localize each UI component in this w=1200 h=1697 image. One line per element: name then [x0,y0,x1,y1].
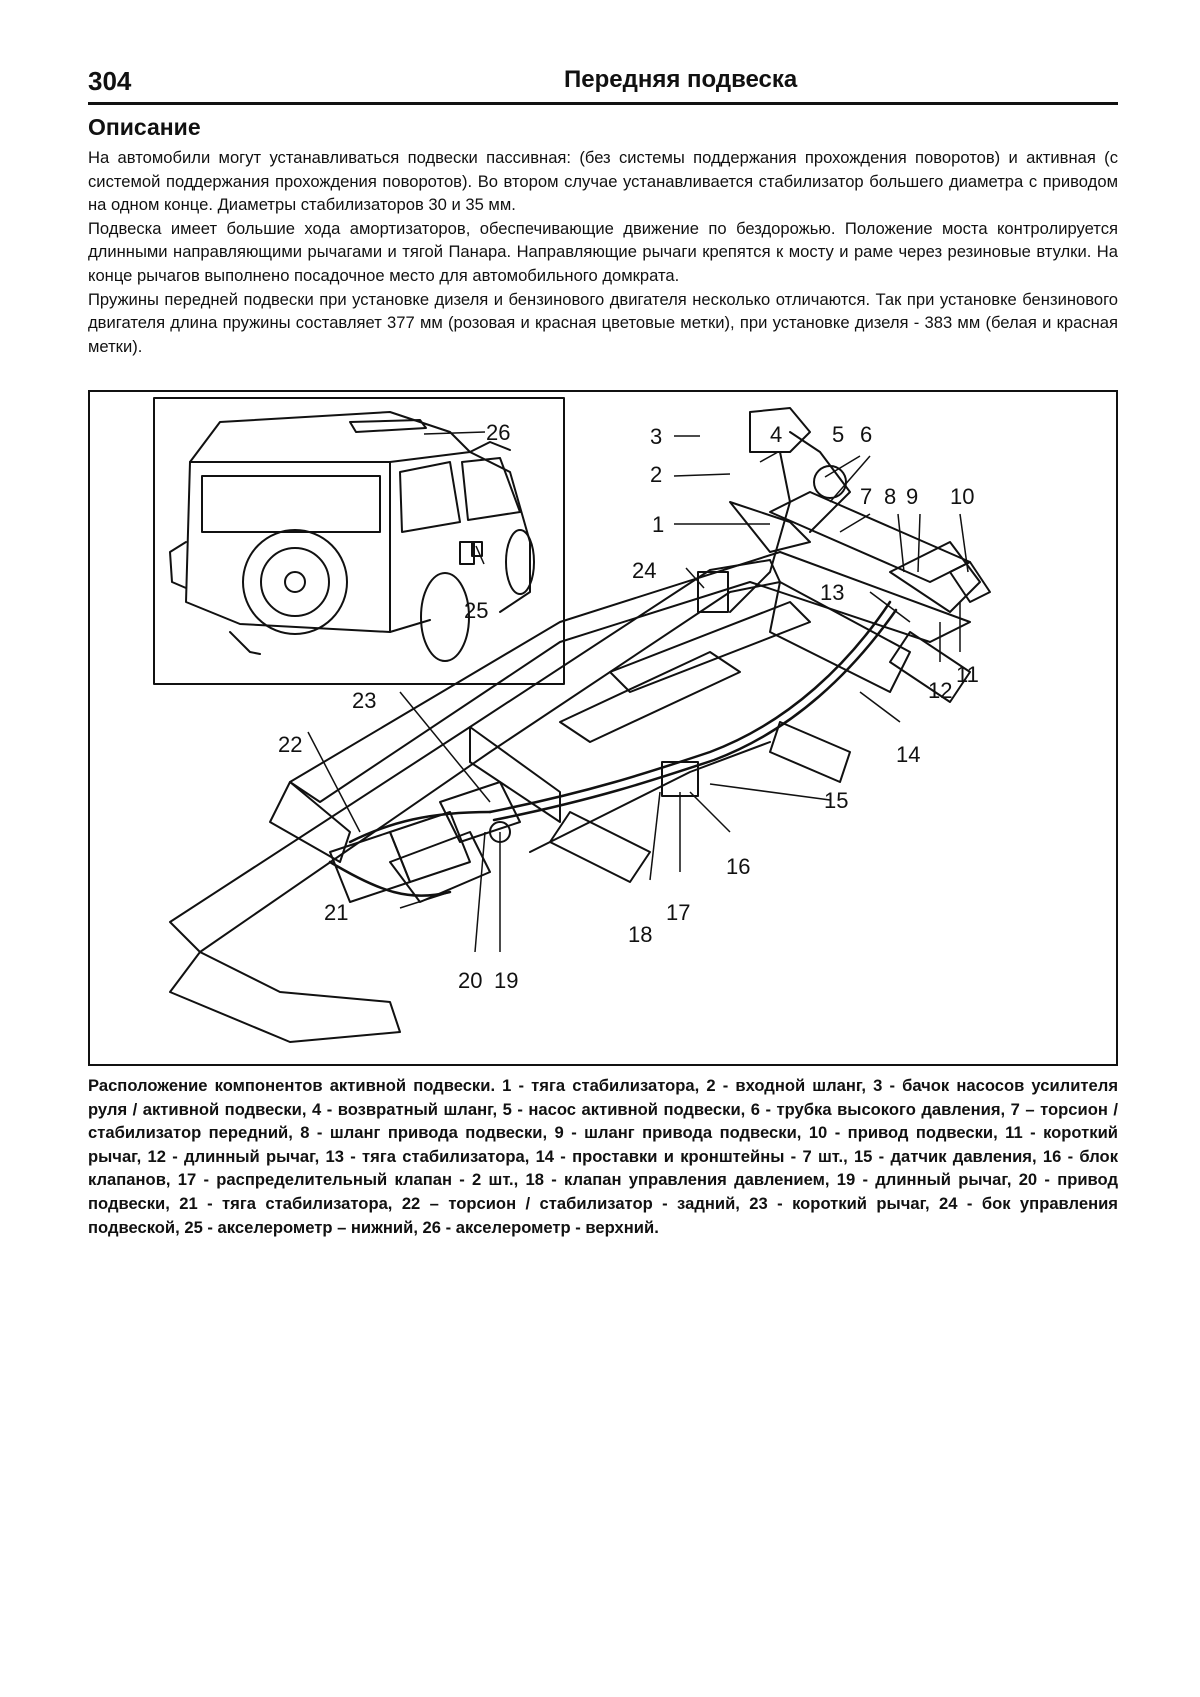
callout-8: 8 [884,484,896,509]
callout-14: 14 [896,742,920,767]
running-title: Передняя подвеска [564,66,798,93]
callout-labels: 3 2 1 4 5 6 7 8 9 10 11 12 13 14 15 16 1… [278,420,979,993]
callout-13: 13 [820,580,844,605]
callout-19: 19 [494,968,518,993]
section-title: Описание [88,114,201,140]
paragraph-3: Пружины передней подвески при установке … [88,289,1118,356]
callout-23: 23 [352,688,376,713]
suspension-drawing: 3 2 1 4 5 6 7 8 9 10 11 12 13 14 15 16 1… [153,397,991,1043]
callout-17: 17 [666,900,690,925]
callout-1: 1 [652,512,664,537]
pump [813,465,847,499]
paragraph-2: Подвеска имеет большие хода амортизаторо… [88,218,1118,285]
callout-24: 24 [632,558,656,583]
upper-accelerometer [459,541,475,565]
hydraulic-lines [328,600,898,897]
callout-5: 5 [832,422,844,447]
description-text: На автомобили могут устанавливаться подв… [88,146,1118,358]
reservoir [749,407,811,453]
callout-11: 11 [956,662,979,687]
chassis-frame [169,551,971,1043]
leader-lines [307,431,969,953]
callout-25: 25 [464,598,488,623]
lower-accelerometer [471,541,483,557]
callout-20: 20 [458,968,482,993]
callout-21: 21 [324,900,348,925]
callout-16: 16 [726,854,750,879]
callout-7: 7 [860,484,872,509]
callout-26: 26 [486,420,510,445]
callout-18: 18 [628,922,652,947]
callout-9: 9 [906,484,918,509]
callout-3: 3 [650,424,662,449]
suspension-diagram: 3 2 1 4 5 6 7 8 9 10 11 12 13 14 15 16 1… [88,390,1118,1066]
rear-axle [329,741,771,903]
page-header: 304 Передняя подвеска [88,62,1118,105]
vehicle-illustration [169,411,535,662]
callout-2: 2 [650,462,662,487]
control-unit [697,571,729,613]
paragraph-1: На автомобили могут устанавливаться подв… [88,148,1118,215]
callout-22: 22 [278,732,302,757]
callout-4: 4 [770,422,782,447]
inset-frame [153,397,565,685]
callout-12: 12 [928,678,952,703]
page-number: 304 [88,66,132,96]
callout-15: 15 [824,788,848,813]
figure-caption: Расположение компонентов активной подвес… [88,1076,1118,1237]
callout-10: 10 [950,484,974,509]
front-axle [729,407,991,613]
callout-6: 6 [860,422,872,447]
